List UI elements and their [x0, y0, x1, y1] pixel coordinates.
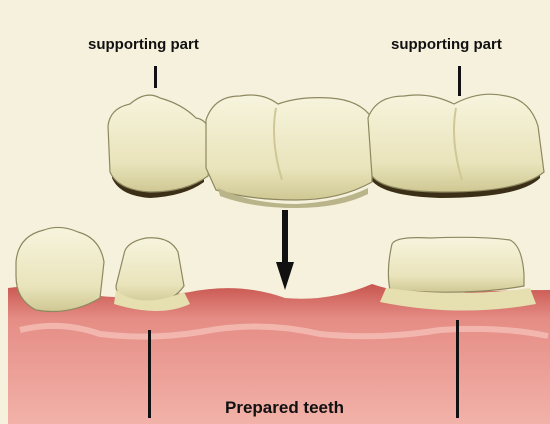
- label-prepared-teeth: Prepared teeth: [225, 398, 344, 418]
- leader-line-top-left: [154, 66, 157, 88]
- prepared-tooth-left: [116, 238, 184, 304]
- leader-line-top-right: [458, 66, 461, 96]
- leader-line-bottom-right: [456, 320, 459, 418]
- pontic-crown: [206, 95, 372, 200]
- natural-tooth: [16, 227, 104, 311]
- bridge: [108, 94, 544, 208]
- label-supporting-part-right: supporting part: [391, 36, 502, 53]
- label-supporting-part-left: supporting part: [88, 36, 199, 53]
- prepared-tooth-right: [388, 237, 524, 292]
- leader-line-bottom-left: [148, 330, 151, 418]
